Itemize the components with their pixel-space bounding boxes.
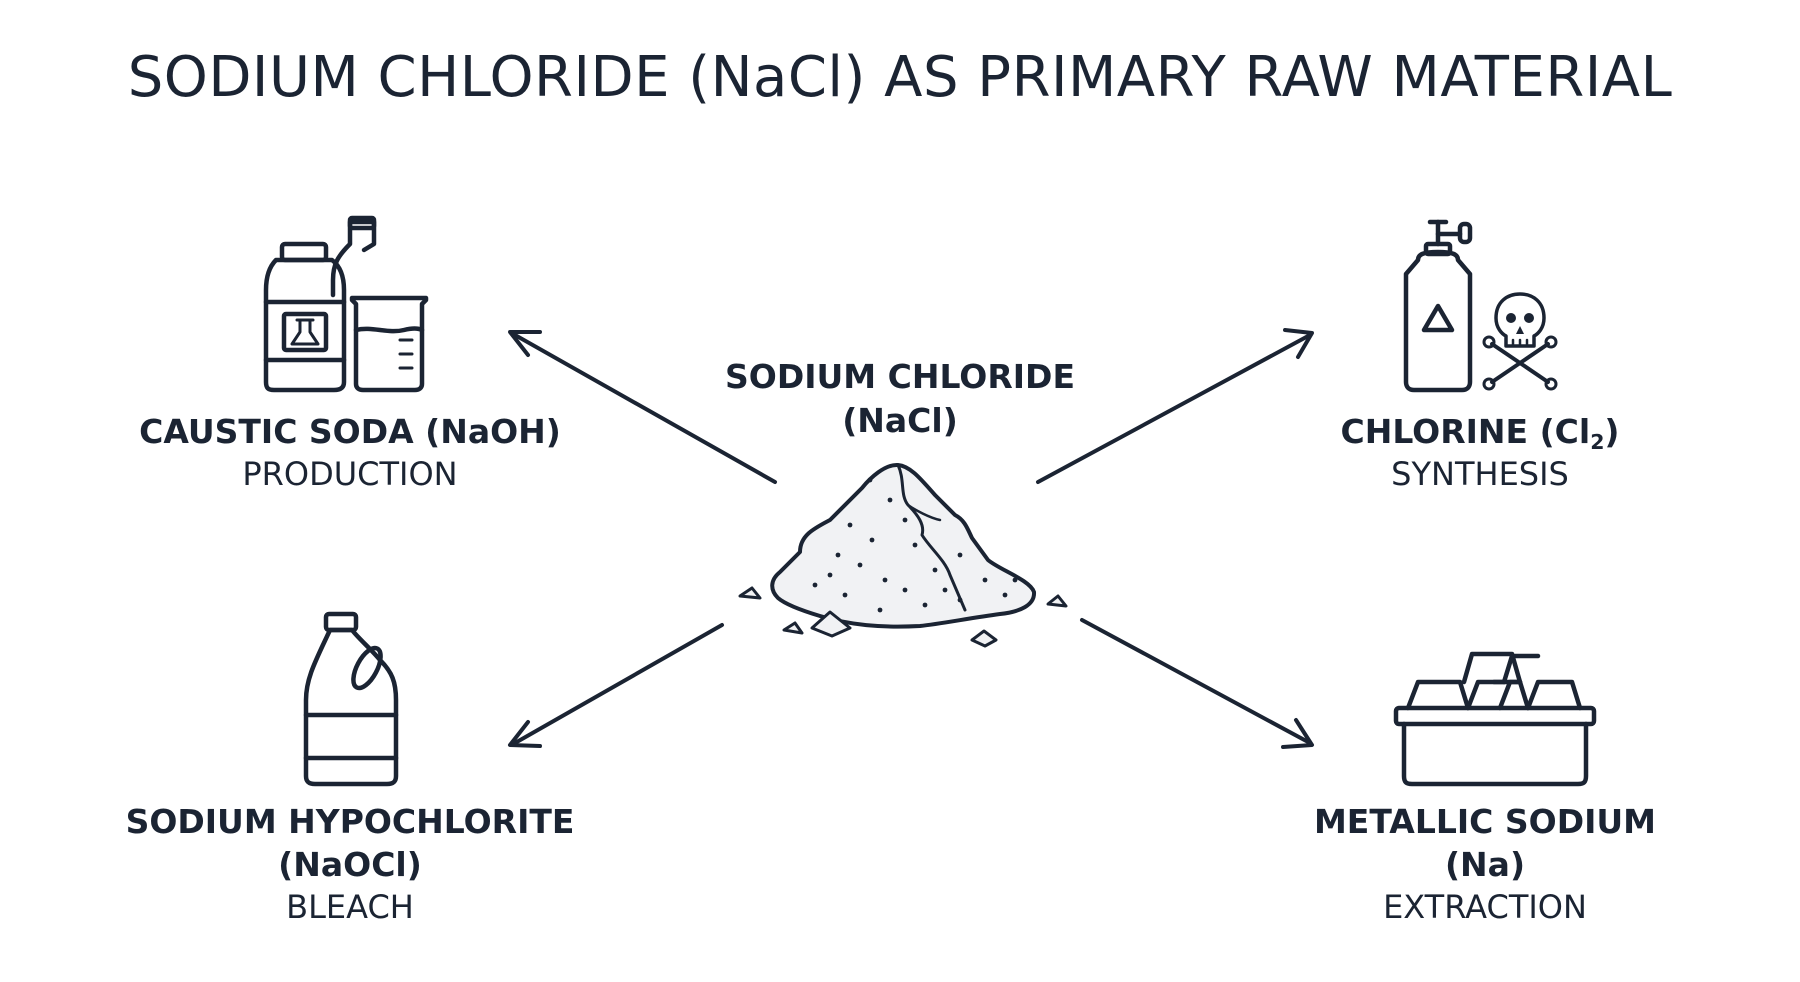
- bleach-jug-icon: [303, 611, 399, 787]
- salt-pile-icon: [738, 463, 1068, 648]
- center-label-name: SODIUM CHLORIDE: [725, 357, 1075, 396]
- chlorine-name-prefix: CHLORINE (Cl: [1340, 412, 1591, 451]
- arrow-to-metallic-sodium: [1080, 618, 1314, 749]
- metallic-sodium-name: METALLIC SODIUM: [1313, 802, 1657, 841]
- caustic-soda-label: CAUSTIC SODA (NaOH) PRODUCTION: [120, 410, 580, 496]
- hypochlorite-role: BLEACH: [286, 888, 414, 926]
- chemical-bottles-icon: [263, 215, 429, 393]
- hypochlorite-name: SODIUM HYPOCHLORITE: [125, 802, 575, 841]
- chlorine-name: CHLORINE (Cl2): [1270, 410, 1690, 453]
- center-label-formula: (NaCl): [842, 401, 958, 440]
- center-label: SODIUM CHLORIDE (NaCl): [700, 355, 1100, 443]
- hypochlorite-formula: (NaOCl): [278, 845, 422, 884]
- metallic-sodium-role: EXTRACTION: [1383, 888, 1587, 926]
- metallic-sodium-label: METALLIC SODIUM (Na) EXTRACTION: [1265, 800, 1705, 929]
- caustic-soda-role: PRODUCTION: [242, 455, 458, 493]
- metallic-sodium-formula: (Na): [1444, 845, 1526, 884]
- chlorine-label: CHLORINE (Cl2) SYNTHESIS: [1270, 410, 1690, 496]
- chlorine-name-suffix: ): [1604, 412, 1620, 451]
- arrow-to-chlorine: [1036, 328, 1314, 484]
- diagram-title: SODIUM CHLORIDE (NaCl) AS PRIMARY RAW MA…: [127, 45, 1673, 110]
- chlorine-name-subscript: 2: [1590, 430, 1605, 455]
- caustic-soda-name: CAUSTIC SODA (NaOH): [139, 412, 561, 451]
- metal-ingots-tray-icon: [1393, 651, 1597, 787]
- hypochlorite-label: SODIUM HYPOCHLORITE (NaOCl) BLEACH: [100, 800, 600, 929]
- arrows: [508, 328, 1314, 749]
- salt-grains: [812, 477, 1018, 613]
- arrow-to-caustic-soda: [508, 330, 777, 484]
- arrow-to-hypochlorite: [508, 623, 724, 748]
- chlorine-role: SYNTHESIS: [1391, 455, 1569, 493]
- gas-cylinder-skull-icon: [1403, 219, 1558, 393]
